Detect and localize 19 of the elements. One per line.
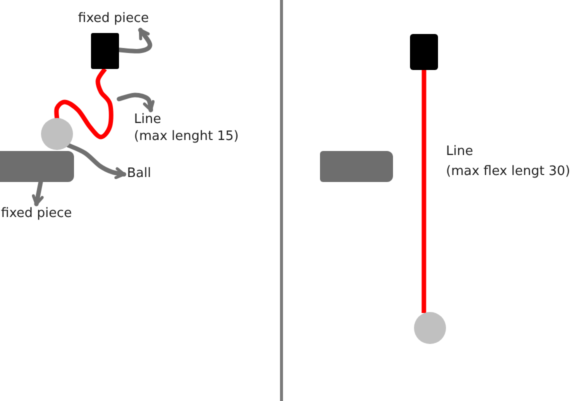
fixed-piece-slab: [0, 151, 74, 182]
leader-arrow: [116, 28, 152, 54]
cord-line: [422, 70, 426, 313]
ball: [414, 312, 446, 344]
fixed-piece-label: fixed piece: [78, 10, 149, 27]
fixed-piece-block: [410, 34, 438, 70]
slab-block: [320, 151, 393, 182]
line-label: Line: [446, 143, 474, 160]
ball-label: Ball: [127, 165, 152, 182]
line-label: Line: [134, 111, 162, 128]
max-length-note: (max flex lengt 30): [446, 163, 570, 180]
ball: [41, 118, 73, 150]
leader-arrow: [116, 92, 156, 112]
fixed-piece-label: fixed piece: [1, 205, 72, 222]
leader-arrow: [66, 142, 126, 180]
fixed-piece-block: [91, 33, 119, 69]
cord-line: [54, 68, 114, 140]
leader-arrow: [32, 180, 44, 206]
max-length-note: (max lenght 15): [134, 128, 239, 145]
